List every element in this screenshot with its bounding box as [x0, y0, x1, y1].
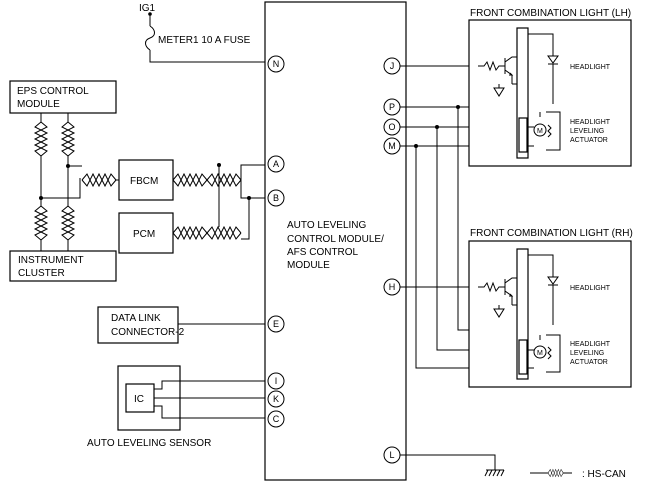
svg-text:H: H	[389, 282, 396, 292]
svg-text:B: B	[273, 193, 279, 203]
pin-p: P	[383, 98, 401, 116]
rh-leveling-line2: LEVELING	[570, 350, 604, 357]
pin-m: M	[383, 137, 401, 155]
splice-dot	[414, 144, 418, 148]
eps-label-line2: MODULE	[17, 99, 60, 110]
hs-can-legend-symbol	[530, 469, 572, 477]
pin-k: K	[267, 390, 285, 408]
eps-label-line1: EPS CONTROL	[17, 86, 89, 97]
pin-a: A	[267, 155, 285, 173]
can-bus-to-fbcm	[41, 165, 119, 199]
module-label-line2: CONTROL MODULE/	[287, 234, 384, 245]
hs-can-legend-label: : HS-CAN	[582, 469, 626, 480]
ground-icon	[484, 469, 505, 477]
lh-leveling-line1: HEADLIGHT	[570, 119, 611, 126]
instrument-cluster-box	[9, 250, 117, 282]
module-label-line4: MODULE	[287, 260, 330, 271]
lh-leveling-line3: ACTUATOR	[570, 137, 608, 144]
pin-h: H	[383, 278, 401, 296]
ig1-wire	[149, 14, 265, 63]
pcm-box	[118, 212, 174, 254]
can-bus-fbcm-to-module	[172, 164, 265, 199]
pin-e: E	[267, 315, 285, 333]
ic-box	[125, 383, 155, 413]
svg-text:E: E	[273, 319, 279, 329]
dlc-label-line2: CONNECTOR-2	[111, 327, 185, 338]
fuse-label: METER1 10 A FUSE	[158, 35, 251, 46]
fbcm-label: FBCM	[130, 176, 158, 187]
lh-title: FRONT COMBINATION LIGHT (LH)	[470, 8, 631, 19]
svg-text:L: L	[389, 450, 394, 460]
splice-dot	[456, 105, 460, 109]
svg-text:O: O	[388, 122, 395, 132]
lh-leveling-line2: LEVELING	[570, 128, 604, 135]
svg-text:N: N	[273, 59, 280, 69]
data-link-connector-box	[97, 306, 179, 344]
ig1-terminal-dot	[148, 12, 152, 16]
lh-circuit: M	[478, 27, 561, 159]
auto-leveling-module-box	[264, 1, 407, 481]
rh-leveling-line1: HEADLIGHT	[570, 341, 611, 348]
fuse-symbol	[145, 25, 155, 51]
pin-n: N	[267, 55, 285, 73]
svg-text:P: P	[389, 102, 395, 112]
module-label-line3: AFS CONTROL	[287, 247, 359, 258]
can-bus-pcm-to-module	[172, 165, 250, 240]
sensor-label: AUTO LEVELING SENSOR	[87, 438, 211, 449]
pin-i: I	[267, 372, 285, 390]
splice-dot	[247, 196, 251, 200]
ic-label: IC	[134, 394, 144, 405]
svg-text:I: I	[275, 376, 278, 386]
splice-dot	[217, 163, 221, 167]
fbcm-box	[118, 159, 174, 201]
svg-text:M: M	[388, 141, 396, 151]
motor-label: M	[537, 350, 543, 357]
cluster-label-line2: CLUSTER	[18, 268, 65, 279]
wire-l-ground	[400, 454, 496, 470]
svg-text:A: A	[273, 159, 279, 169]
rh-light-box	[468, 240, 632, 388]
motor-label: M	[537, 128, 543, 135]
cluster-label-line1: INSTRUMENT	[18, 255, 84, 266]
svg-text:K: K	[273, 394, 279, 404]
rh-leveling-line3: ACTUATOR	[570, 359, 608, 366]
pin-j: J	[383, 57, 401, 75]
rh-title: FRONT COMBINATION LIGHT (RH)	[470, 228, 633, 239]
lh-light-box	[468, 19, 632, 167]
ig1-label: IG1	[139, 3, 156, 14]
svg-text:J: J	[390, 61, 395, 71]
pin-l: L	[383, 446, 401, 464]
can-bus-eps-lower	[34, 166, 75, 251]
pin-b: B	[267, 189, 285, 207]
sensor-wires	[154, 380, 265, 419]
lh-headlight-label: HEADLIGHT	[570, 64, 611, 71]
pcm-label: PCM	[133, 229, 155, 240]
dlc-label-line1: DATA LINK	[111, 313, 161, 324]
rh-circuit: M	[478, 248, 561, 380]
splice-dot	[435, 125, 439, 129]
pin-c: C	[267, 410, 285, 428]
svg-text:C: C	[273, 414, 280, 424]
pin-o: O	[383, 118, 401, 136]
eps-control-module-box	[9, 80, 117, 114]
rh-headlight-label: HEADLIGHT	[570, 285, 611, 292]
module-label-line1: AUTO LEVELING	[287, 220, 367, 231]
